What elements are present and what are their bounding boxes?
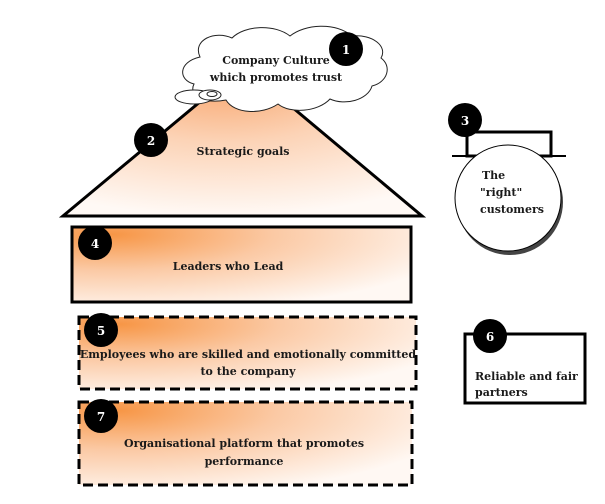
culture-label-line1: Company Culture	[222, 54, 330, 67]
thought-bubble-tiny	[206, 91, 218, 97]
badge-7-circle	[84, 399, 118, 433]
badge-5: 5	[84, 313, 118, 347]
platform-box: Organisational platform that promotes pe…	[77, 400, 414, 487]
employees-box: Employees who are skilled and emotionall…	[77, 315, 418, 391]
badge-4-circle	[78, 226, 112, 260]
badge-5-circle	[84, 313, 118, 347]
strategic-goals-label: Strategic goals	[197, 145, 290, 158]
leaders-rectangle	[70, 225, 413, 304]
badge-2-number: 2	[147, 134, 155, 148]
customers-circle	[454, 144, 562, 252]
badge-5-number: 5	[97, 324, 105, 338]
badge-4: 4	[78, 226, 112, 260]
badge-6: 6	[473, 319, 507, 353]
platform-label-line1: Organisational platform that promotes	[124, 437, 364, 450]
badge-3-circle	[448, 103, 482, 137]
platform-rectangle	[77, 400, 414, 487]
employees-rectangle	[77, 315, 418, 391]
badge-6-number: 6	[486, 330, 494, 344]
badge-7: 7	[84, 399, 118, 433]
badge-1-circle	[329, 32, 363, 66]
employees-label-line2: to the company	[200, 365, 296, 378]
customers-label-line3: customers	[480, 203, 544, 216]
right-customers: The "right" customers	[452, 130, 566, 255]
badge-1-number: 1	[342, 43, 350, 57]
leaders-box: Leaders who Lead	[70, 225, 413, 304]
badge-4-number: 4	[91, 237, 99, 251]
badge-1: 1	[329, 32, 363, 66]
partners-label-line1: Reliable and fair	[475, 370, 578, 383]
culture-label-line2: which promotes trust	[209, 71, 343, 84]
customers-label-line1: The	[482, 169, 505, 182]
partners-label-line2: partners	[475, 386, 528, 399]
customers-label-line2: "right"	[480, 186, 522, 199]
badge-2-circle	[134, 123, 168, 157]
badge-2: 2	[134, 123, 168, 157]
badge-7-number: 7	[97, 410, 105, 424]
badge-3-number: 3	[461, 114, 469, 128]
partners-box: Reliable and fair partners	[463, 332, 587, 405]
badge-3: 3	[448, 103, 482, 137]
badge-6-circle	[473, 319, 507, 353]
leaders-label: Leaders who Lead	[173, 260, 284, 273]
platform-label-line2: performance	[205, 455, 284, 468]
employees-label-line1: Employees who are skilled and emotionall…	[80, 348, 416, 361]
